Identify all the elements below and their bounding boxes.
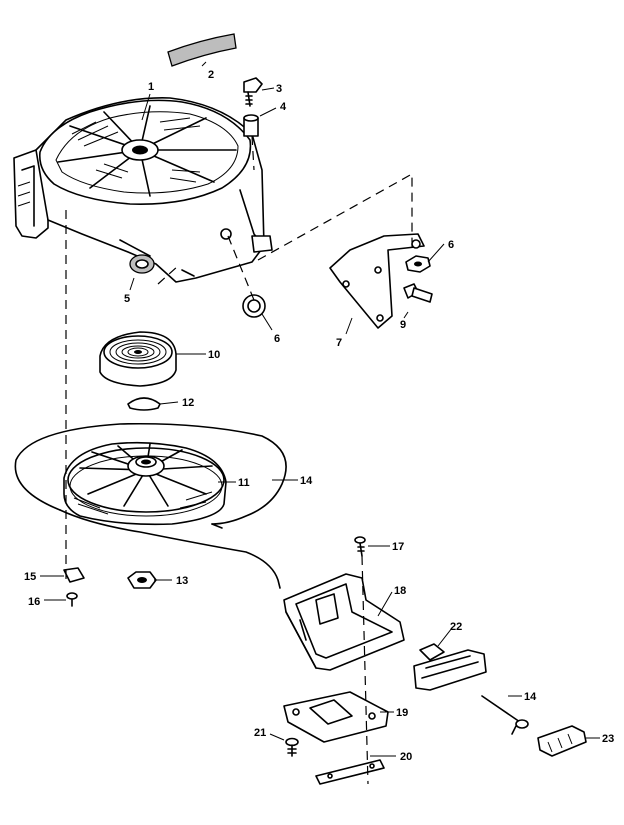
label-part-12: 12 <box>182 397 194 409</box>
part-4-spacer <box>243 114 259 137</box>
part-2-label-strip <box>167 33 237 67</box>
part-23-insert <box>537 725 587 757</box>
part-21-screw <box>285 737 299 757</box>
label-part-11: 11 <box>238 477 250 489</box>
label-part-9: 9 <box>400 319 406 331</box>
label-part-20: 20 <box>400 751 412 763</box>
label-part-23: 23 <box>602 733 614 745</box>
assembly-dashed-lines <box>65 135 413 785</box>
part-6-washer <box>242 294 266 318</box>
part-9-bolt <box>403 283 433 303</box>
part-14-rope-piece <box>481 695 529 735</box>
label-part-21: 21 <box>254 727 266 739</box>
label-part-6a: 6 <box>274 333 280 345</box>
label-part-6b: 6 <box>448 239 454 251</box>
part-13-nut <box>127 571 157 589</box>
label-part-4: 4 <box>280 101 287 113</box>
part-18-handle-bracket <box>283 573 405 671</box>
label-part-16: 16 <box>28 596 40 608</box>
part-3-bolt <box>243 77 263 107</box>
part-1-starter-housing <box>13 97 273 283</box>
label-part-7: 7 <box>336 337 342 349</box>
label-part-19: 19 <box>396 707 408 719</box>
part-15-clip <box>63 567 85 583</box>
part-labels: 1 2 3 4 5 6 7 6 9 10 12 11 14 15 16 13 1… <box>24 69 614 763</box>
label-part-22: 22 <box>450 621 462 633</box>
part-20-retainer-strip <box>315 759 385 785</box>
label-part-5: 5 <box>124 293 130 305</box>
part-22-handle <box>413 643 487 691</box>
part-16-screw <box>66 592 78 607</box>
label-part-1: 1 <box>148 81 154 93</box>
label-part-2: 2 <box>208 69 214 81</box>
part-5-bushing <box>129 254 155 274</box>
label-part-13: 13 <box>176 575 188 587</box>
label-part-3: 3 <box>276 83 282 95</box>
label-part-14b: 14 <box>524 691 537 703</box>
leader-lines <box>40 61 600 757</box>
part-19-base-plate <box>283 691 389 743</box>
part-7-bracket <box>329 233 425 329</box>
part-12-cap <box>127 397 161 411</box>
part-17-screw <box>354 536 366 557</box>
part-10-rewind-spring <box>99 331 177 387</box>
part-8-nut <box>405 255 431 273</box>
label-part-17: 17 <box>392 541 404 553</box>
label-part-18: 18 <box>394 585 406 597</box>
label-part-14a: 14 <box>300 475 313 487</box>
label-part-15: 15 <box>24 571 36 583</box>
part-11-pulley <box>63 441 227 529</box>
label-part-10: 10 <box>208 349 220 361</box>
part-14-starter-rope <box>14 422 287 589</box>
